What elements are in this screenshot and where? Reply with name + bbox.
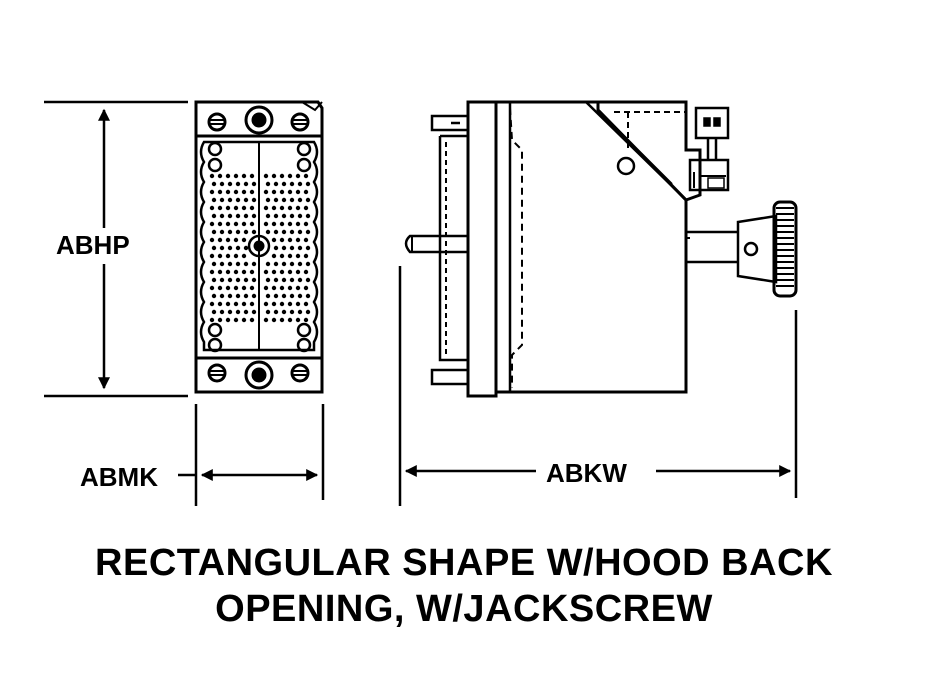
caption-line-2: OPENING, W/JACKSCREW bbox=[215, 588, 713, 630]
width-dimension bbox=[178, 404, 325, 506]
pin-contacts bbox=[209, 173, 311, 323]
side-flange bbox=[466, 100, 498, 398]
caption-line-1: RECTANGULAR SHAPE W/HOOD BACK bbox=[95, 542, 833, 584]
height-dimension bbox=[44, 100, 188, 398]
width-dim-label: ABMK bbox=[80, 462, 158, 492]
height-dim-label: ABHP bbox=[56, 230, 130, 260]
bottom-jackscrew-icon bbox=[244, 360, 274, 390]
center-hole-icon bbox=[247, 234, 271, 258]
length-dimension bbox=[398, 266, 798, 506]
top-right-screw-icon bbox=[290, 112, 310, 132]
top-left-screw-icon bbox=[207, 112, 227, 132]
front-shell-outline bbox=[194, 100, 324, 394]
side-view bbox=[404, 100, 798, 398]
bottom-right-screw-icon bbox=[290, 363, 310, 383]
hood-body bbox=[496, 100, 688, 394]
front-view bbox=[194, 100, 324, 394]
hood-screw-icon bbox=[616, 156, 636, 176]
knurled-knob-icon bbox=[772, 200, 798, 298]
jackscrew-head bbox=[736, 214, 778, 284]
pin-insert bbox=[199, 140, 319, 352]
bottom-left-screw-icon bbox=[207, 363, 227, 383]
top-jackscrew-icon bbox=[244, 105, 274, 135]
length-dim-label: ABKW bbox=[546, 458, 627, 488]
